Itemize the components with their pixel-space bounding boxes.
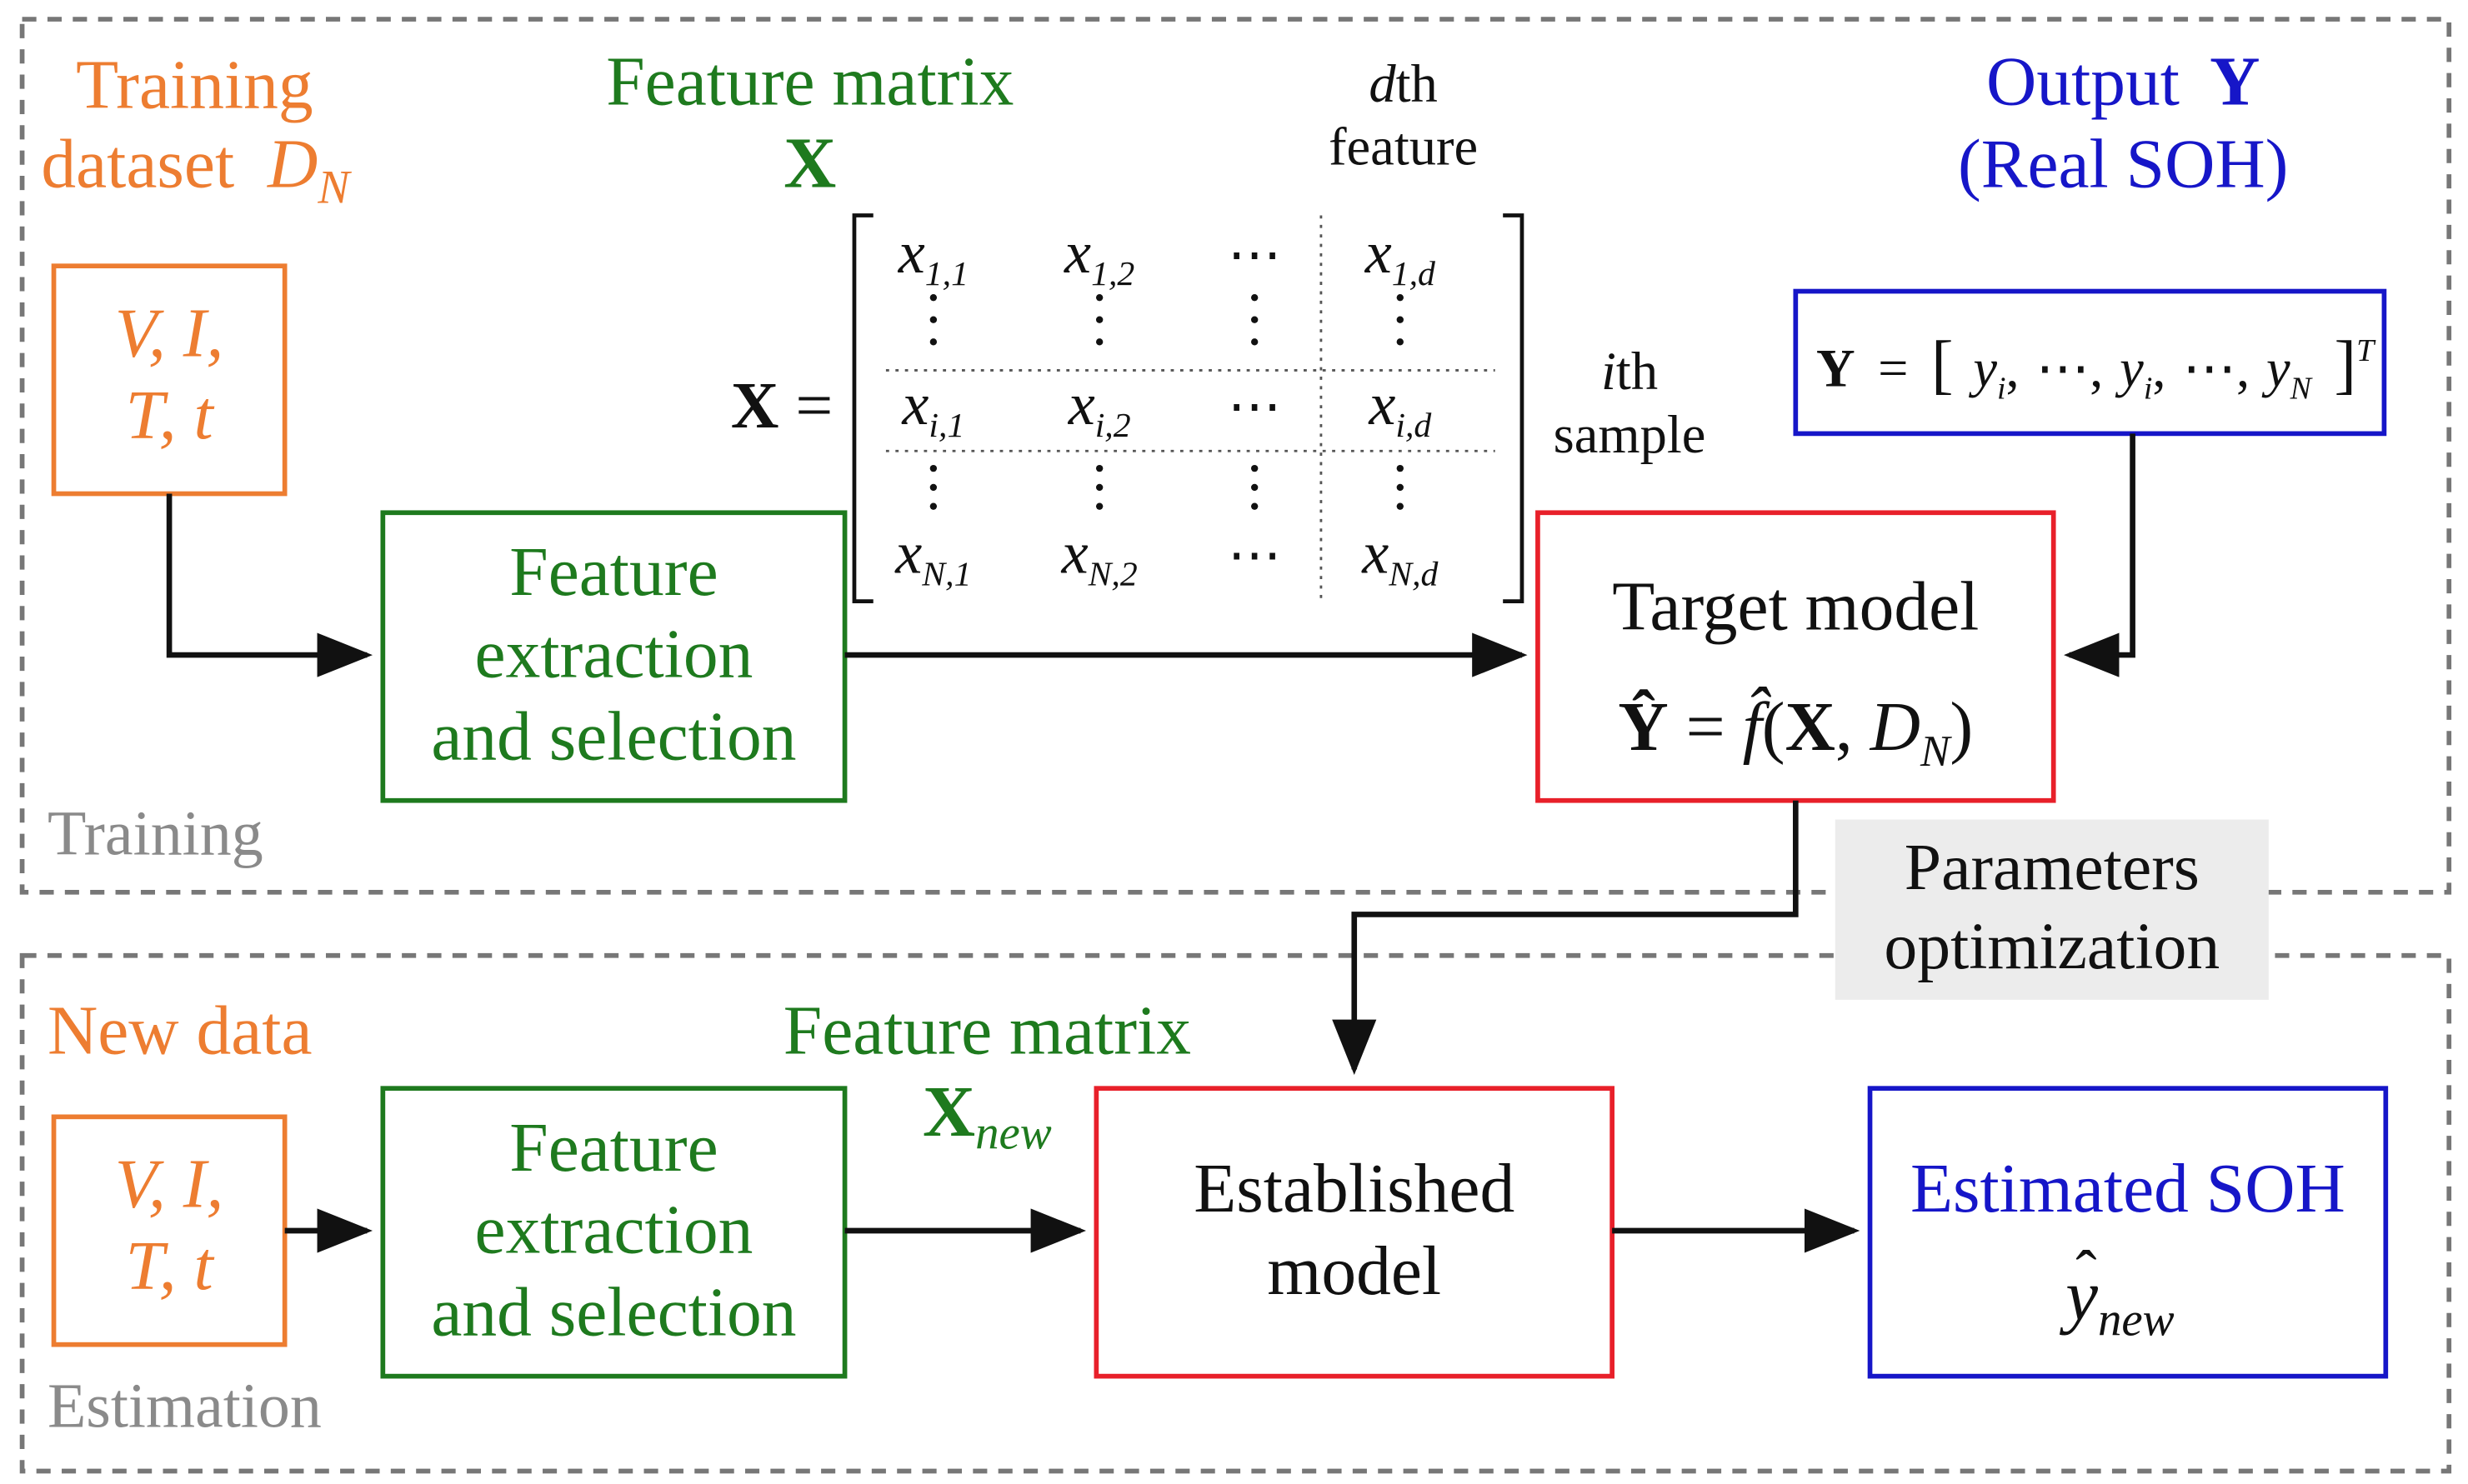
training-dataset-label-line2: dataset DN (41, 126, 352, 213)
training-fe-line2: extraction (475, 617, 753, 693)
target-model-box (1535, 510, 2056, 803)
training-input-line2: T, t (125, 377, 214, 454)
training-dataset-label-line1: Training (76, 47, 313, 123)
estimation-fe-line3: and selection (431, 1274, 796, 1351)
established-model-line2: model (1267, 1233, 1441, 1310)
matrix-vdot-1-3-2 (1396, 502, 1404, 510)
dth-feature-label-line1: dth (1369, 53, 1437, 113)
new-data-label: New data (48, 992, 313, 1069)
estimation-feature-matrix-symbol: Xnew (923, 1071, 1052, 1159)
parameters-optimization-line1: Parameters (1905, 831, 2200, 904)
feature-matrix-cells: x1,1 x1,2 ⋯ x1,d xi,1 xi,2 ⋯ xi,d xN,1 xN,2 ⋯ xN,d (894, 219, 1438, 594)
matrix-vdot-0-0-2 (929, 338, 938, 346)
matrix-vdot-0-2-0 (1250, 293, 1259, 302)
matrix-left-bracket (852, 213, 874, 603)
training-input-line1: V, I, (115, 295, 224, 372)
estimation-section-label: Estimation (48, 1371, 322, 1441)
matrix-vdot-0-2-2 (1250, 338, 1259, 346)
training-section-label: Training (48, 798, 263, 868)
matrix-vdot-0-1-1 (1095, 316, 1104, 323)
matrix-cell-r1-c2: ⋯ (1228, 376, 1282, 436)
arrow-training-input-to-fe (166, 493, 373, 677)
matrix-vdot-1-2-0 (1250, 464, 1259, 472)
matrix-cell-r2-c0: xN,1 (894, 519, 971, 593)
matrix-cell-r1-c0: xi,1 (901, 371, 964, 445)
ith-sample-label-line1: ith (1601, 341, 1658, 401)
estimation-input-line2: T, t (125, 1228, 214, 1305)
matrix-vdot-0-3-0 (1396, 293, 1404, 302)
estimated-soh-label: Estimated SOH (1910, 1151, 2345, 1227)
matrix-cell-r2-c3: xN,d (1361, 519, 1438, 593)
matrix-cell-r1-c1: xi,2 (1068, 371, 1131, 445)
feature-matrix-vdots (929, 293, 1404, 510)
matrix-cell-r0-c2: ⋯ (1228, 224, 1282, 284)
estimated-soh-box (1867, 1086, 2389, 1379)
matrix-cell-r0-c0: x1,1 (898, 219, 969, 293)
estimation-section-border (19, 952, 2452, 1474)
matrix-vdot-0-2-1 (1250, 316, 1259, 323)
matrix-vdot-1-0-2 (929, 502, 938, 510)
estimation-fe-line1: Feature (509, 1110, 718, 1187)
matrix-vdot-0-0-0 (929, 293, 938, 302)
matrix-vdot-1-0-1 (929, 483, 938, 492)
training-feature-matrix-label: Feature matrix (606, 44, 1014, 121)
target-model-formula: Ŷ = f̂(X, DN) (1618, 687, 1973, 776)
matrix-vdot-0-3-1 (1396, 316, 1404, 323)
estimated-soh-symbol: ynew (2059, 1254, 2174, 1346)
training-feature-extraction-box (380, 510, 848, 803)
matrix-cell-r0-c1: x1,2 (1064, 219, 1134, 293)
matrix-vdot-0-0-1 (929, 316, 938, 323)
matrix-vdot-1-0-0 (929, 464, 938, 472)
estimation-fe-line2: extraction (475, 1192, 753, 1269)
matrix-vdot-1-1-2 (1095, 502, 1104, 510)
matrix-cell-r1-c3: xi,d (1368, 371, 1431, 445)
output-label: Output Y (1986, 44, 2260, 121)
estimation-input-line1: V, I, (115, 1147, 224, 1223)
training-fe-line1: Feature (509, 534, 718, 611)
matrix-right-bracket (1503, 213, 1524, 603)
arrow-target-to-established-model (1332, 800, 1799, 1076)
matrix-vdot-1-1-0 (1095, 464, 1104, 472)
output-formula-box (1793, 288, 2387, 437)
matrix-vdot-0-3-2 (1396, 338, 1404, 346)
output-formula: Y = [ yi, ⋯, yi, ⋯, yN ]T (1816, 327, 2376, 410)
training-fe-line3: and selection (431, 698, 796, 775)
ith-sample-label-line2: sample (1554, 404, 1706, 464)
matrix-vdot-1-2-1 (1250, 483, 1259, 492)
parameters-optimization-bg (1835, 819, 2269, 1000)
parameters-optimization-line2: optimization (1884, 910, 2220, 983)
matrix-vdot-1-1-1 (1095, 483, 1104, 492)
matrix-cell-r2-c2: ⋯ (1228, 524, 1282, 584)
estimation-feature-matrix-label: Feature matrix (783, 992, 1191, 1069)
training-feature-matrix-symbol: X (783, 122, 836, 202)
estimated-soh-hat: ˆ (2075, 1238, 2096, 1308)
target-model-title: Target model (1612, 569, 1979, 646)
matrix-cell-r0-c3: x1,d (1364, 219, 1435, 293)
arrow-output-to-target-model (2064, 433, 2135, 677)
matrix-vdot-1-3-0 (1396, 464, 1404, 472)
output-sub-label: (Real SOH) (1958, 126, 2289, 202)
matrix-vdot-1-3-1 (1396, 483, 1404, 492)
training-section-border (19, 17, 2452, 895)
matrix-vdot-0-1-2 (1095, 338, 1104, 346)
matrix-cell-r2-c1: xN,2 (1061, 519, 1138, 593)
matrix-lhs: X = (731, 369, 833, 442)
matrix-vdot-1-2-2 (1250, 502, 1259, 510)
established-model-box (1094, 1086, 1614, 1379)
matrix-vdot-0-1-0 (1095, 293, 1104, 302)
established-model-line1: Established (1194, 1151, 1514, 1227)
dth-feature-label-line2: feature (1329, 117, 1478, 177)
